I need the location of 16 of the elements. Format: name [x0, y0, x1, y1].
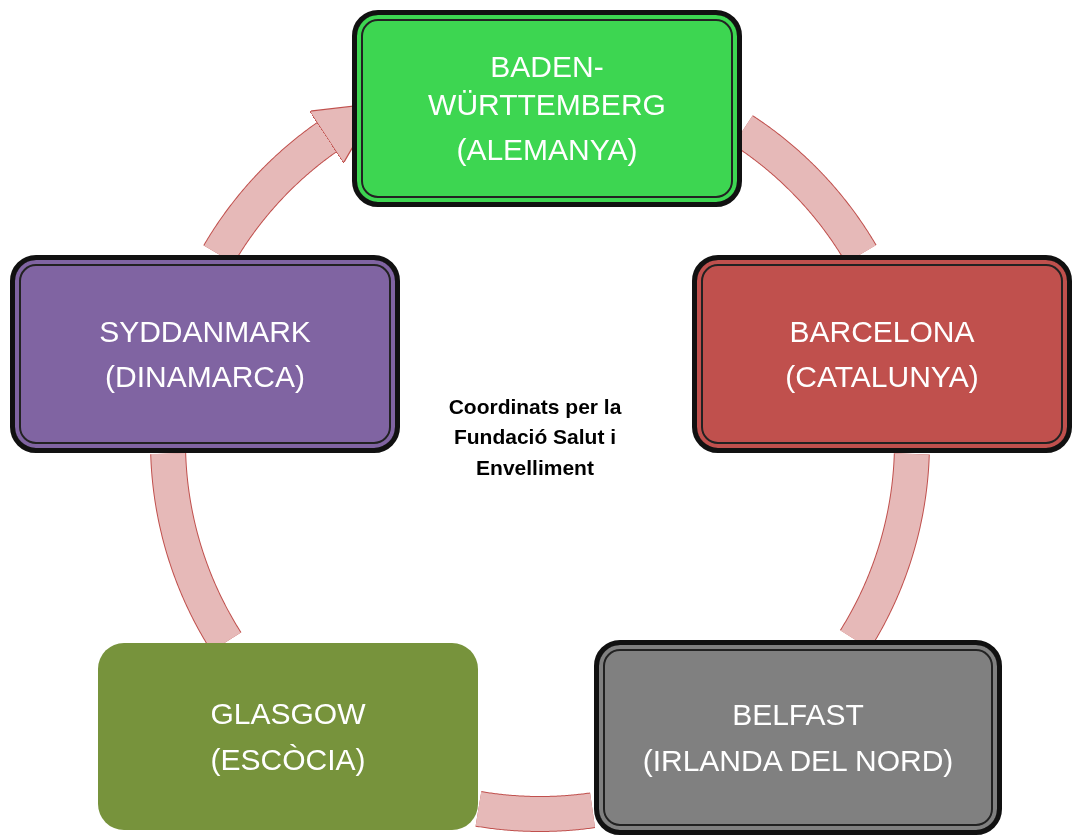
region-name: BARCELONA: [789, 313, 975, 350]
country-name: (ALEMANYA): [456, 132, 638, 169]
region-box: [352, 10, 742, 207]
region-name: SYDDANMARK: [99, 313, 311, 350]
region-name: GLASGOW: [210, 696, 366, 732]
region-name: BELFAST: [732, 697, 864, 733]
country-name: (ESCÒCIA): [210, 741, 366, 778]
region-box: [594, 640, 1002, 835]
region-box: [10, 255, 400, 453]
country-name: (CATALUNYA): [785, 359, 979, 395]
center-note: Coordinats per la Fundació Salut i Envelliment: [447, 394, 623, 481]
country-name: (DINAMARCA): [105, 359, 305, 395]
region-name: BADEN-WÜRTTEMBERG: [427, 49, 667, 123]
country-name: (IRLANDA DEL NORD): [642, 742, 954, 779]
region-box: [98, 643, 478, 830]
region-box: [692, 255, 1072, 453]
